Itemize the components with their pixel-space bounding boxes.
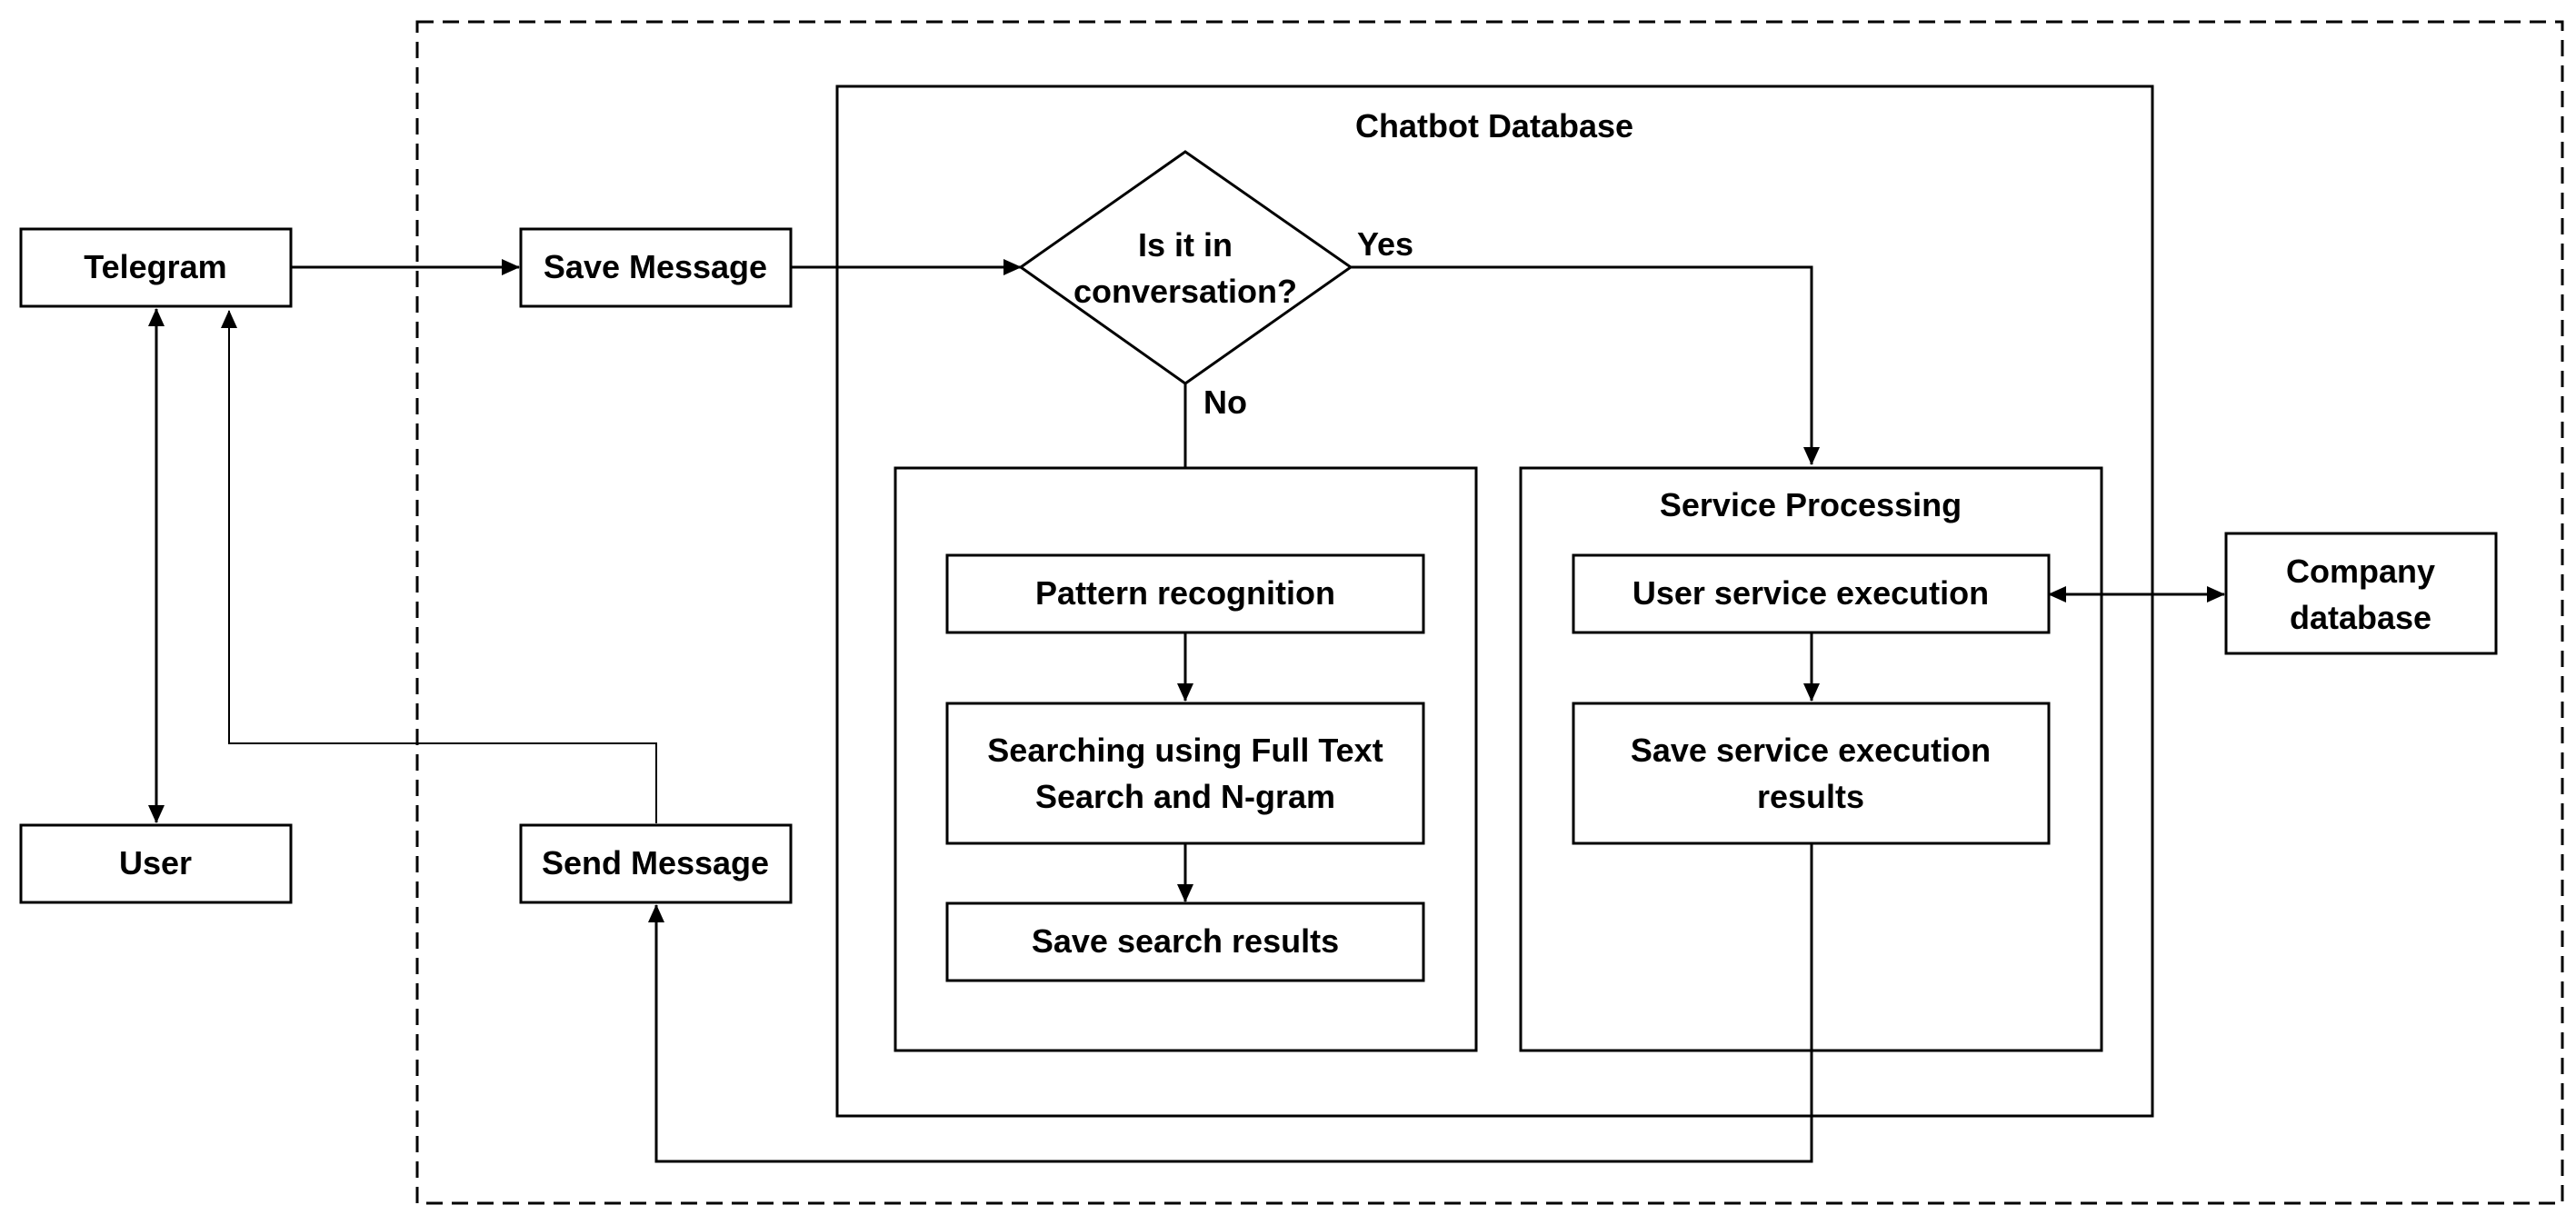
company-database-node: Company database	[2224, 532, 2498, 655]
no-label: No	[1203, 383, 1247, 421]
decision-line-2: conversation?	[1073, 273, 1297, 310]
save-message-label: Save Message	[544, 248, 767, 285]
save-search-results-label: Save search results	[1032, 922, 1339, 960]
decision-line-1: Is it in	[1138, 226, 1233, 264]
pattern-recognition-label: Pattern recognition	[1035, 574, 1335, 612]
telegram-label: Telegram	[84, 248, 226, 285]
arrow-yes-to-service	[1351, 265, 1820, 465]
service-processing-title: Service Processing	[1660, 486, 1962, 523]
arrow-send-to-telegram	[221, 310, 657, 823]
send-message-node: Send Message	[519, 823, 793, 904]
conversation-decision: Is it in conversation?	[1018, 150, 1353, 385]
save-message-node: Save Message	[519, 227, 793, 308]
system-boundary	[415, 20, 2564, 1205]
full-text-search-line-2: Search and N-gram	[1035, 778, 1335, 815]
yes-label: Yes	[1357, 225, 1413, 263]
telegram-node: Telegram	[19, 227, 293, 308]
user-service-execution-label: User service execution	[1632, 574, 1989, 612]
save-service-results-line-1: Save service execution	[1631, 732, 1991, 769]
company-database-line-1: Company	[2286, 553, 2435, 590]
full-text-search-node: Searching using Full Text Search and N-g…	[945, 702, 1425, 845]
chatbot-database-title: Chatbot Database	[1355, 107, 1633, 144]
user-node: User	[19, 823, 293, 904]
pattern-recognition-node: Pattern recognition	[945, 553, 1425, 634]
user-service-execution-node: User service execution	[1572, 553, 2051, 634]
save-service-results-line-2: results	[1757, 778, 1864, 815]
save-search-results-node: Save search results	[945, 901, 1425, 982]
save-service-results-node: Save service execution results	[1572, 702, 2051, 845]
arrow-results-to-send	[648, 843, 1813, 1163]
user-label: User	[119, 844, 192, 881]
send-message-label: Send Message	[542, 844, 769, 881]
company-database-line-2: database	[2290, 599, 2431, 636]
full-text-search-line-1: Searching using Full Text	[987, 732, 1383, 769]
